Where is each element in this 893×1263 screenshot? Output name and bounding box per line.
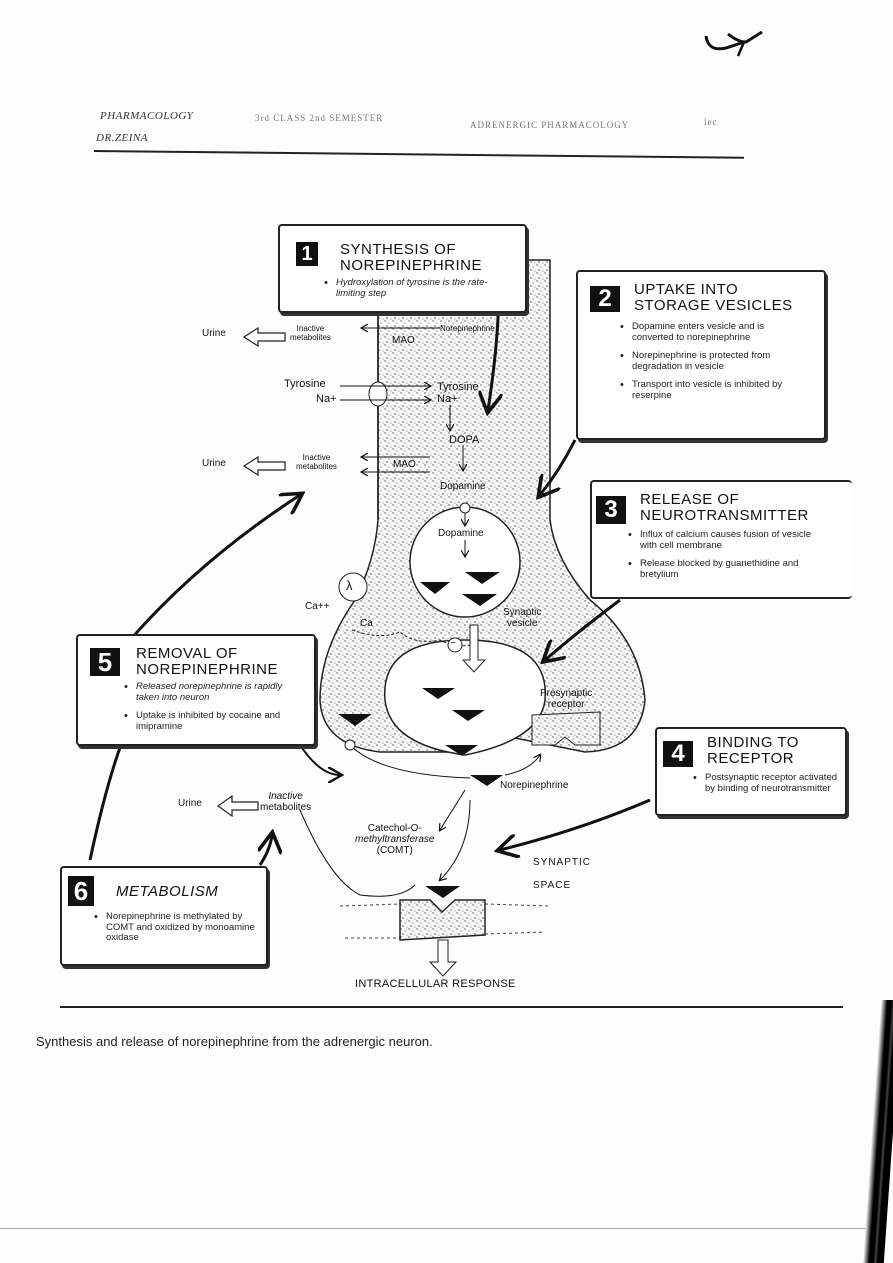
step-5-title-line1: REMOVAL OF [136, 645, 238, 662]
step-6-bullet: Norepinephrine is methylated by COMT and… [92, 911, 262, 944]
tyrosine-intracellular-label: Tyrosine [437, 381, 479, 393]
step-2-title-line1: UPTAKE INTO [634, 281, 739, 298]
step-5-title-line2: NOREPINEPHRINE [136, 661, 279, 678]
ne-molecule [422, 688, 455, 699]
comt-label: Catechol-O-methyltransferase(COMT) [355, 823, 435, 856]
step-3-title-line2: NEUROTRANSMITTER [640, 507, 809, 524]
urine-label-3: Urine [178, 798, 202, 809]
ne-molecule [465, 572, 500, 584]
step-4-badge: 4 [663, 741, 693, 767]
step-5-bullet: Released norepinephrine is rapidly taken… [122, 681, 302, 703]
step-1-box: 1 SYNTHESIS OF NOREPINEPHRINE Hydroxylat… [278, 224, 527, 313]
step-6-bullets: Norepinephrine is methylated by COMT and… [92, 911, 262, 952]
step-6-box: 6 METABOLISM Norepinephrine is methylate… [60, 866, 268, 966]
step-4-bullets: Postsynaptic receptor activated by bindi… [691, 772, 841, 802]
norepinephrine-molecules [338, 572, 503, 898]
check-mark-icon [704, 30, 763, 57]
step-6-badge: 6 [68, 876, 94, 906]
page-binding-shadow [862, 1000, 893, 1263]
ne-molecule [452, 710, 485, 721]
action-potential-icon [338, 572, 368, 602]
step-4-title-line1: BINDING TO [707, 734, 799, 751]
neuron-diagram [88, 239, 651, 977]
caption-divider [60, 1006, 843, 1008]
tyrosine-extracellular-label: Tyrosine [284, 378, 326, 390]
step-5-bullets: Released norepinephrine is rapidly taken… [122, 681, 302, 740]
synaptic-space-label-1: SYNAPTIC [533, 857, 592, 868]
step-2-bullets: Dopamine enters vesicle and is converted… [618, 321, 798, 409]
mao-label-1: MAO [392, 335, 415, 346]
ne-molecule [470, 775, 503, 786]
ne-molecule [462, 594, 497, 606]
step-5-badge: 5 [90, 648, 120, 676]
step-2-badge: 2 [590, 286, 620, 312]
step-1-bullet: Hydroxylation of tyrosine is the rate-li… [322, 277, 512, 299]
step-4-box: 4 BINDING TO RECEPTOR Postsynaptic recep… [655, 727, 847, 816]
step-3-box: 3 RELEASE OF NEUROTRANSMITTER Influx of … [590, 480, 852, 599]
step-1-title-line1: SYNTHESIS OF [340, 241, 457, 258]
step-5-box: 5 REMOVAL OF NOREPINEPHRINE Released nor… [76, 634, 316, 746]
fused-vesicle [384, 639, 546, 756]
norepinephrine-label-top: Norepinephrine [440, 324, 495, 333]
ne-molecule [420, 582, 450, 594]
step-3-bullet: Release blocked by guanethidine and bret… [626, 558, 816, 580]
dopamine-vesicle-label: Dopamine [438, 528, 484, 539]
page-bottom-edge [0, 1228, 870, 1229]
sodium-intracellular-label: Na+ [437, 393, 458, 405]
step-4-bullet: Postsynaptic receptor activated by bindi… [691, 772, 841, 794]
handwritten-checkmark [700, 22, 770, 67]
urine-label-2: Urine [202, 458, 226, 469]
intracellular-response-label: INTRACELLULAR RESPONSE [355, 978, 516, 990]
header-subject: PHARMACOLOGY [100, 110, 194, 122]
step-2-bullet: Norepinephrine is protected from degrada… [618, 350, 798, 372]
calcium-extracellular-label: Ca++ [305, 601, 330, 612]
step-2-title-line2: STORAGE VESICLES [634, 297, 793, 314]
step-1-bullets: Hydroxylation of tyrosine is the rate-li… [322, 277, 512, 307]
step-2-box: 2 UPTAKE INTO STORAGE VESICLES Dopamine … [576, 270, 826, 440]
presynaptic-receptor [531, 711, 601, 746]
header-class-info: 3rd CLASS 2nd SEMESTER [255, 113, 384, 123]
dopa-label: DOPA [449, 434, 480, 446]
header-topic: ADRENERGIC PHARMACOLOGY [470, 120, 630, 130]
step-1-title-line2: NOREPINEPHRINE [340, 257, 483, 274]
action-potential-symbol: λ [346, 578, 353, 593]
urine-arrow [216, 326, 286, 818]
step-6-title-line1: METABOLISM [116, 883, 219, 900]
minus-sign: − [450, 638, 456, 649]
step-3-badge: 3 [596, 496, 626, 524]
ne-molecule [445, 745, 478, 756]
header-author: DR.ZEINA [96, 132, 148, 144]
step-3-title-line1: RELEASE OF [640, 491, 740, 508]
header-page-mark: lec [704, 117, 718, 127]
figure-caption: Synthesis and release of norepinephrine … [36, 1034, 433, 1049]
step-2-bullet: Dopamine enters vesicle and is converted… [618, 321, 798, 343]
step-1-badge: 1 [296, 242, 318, 266]
step-3-bullets: Influx of calcium causes fusion of vesic… [626, 529, 816, 588]
mao-label-2: MAO [393, 459, 416, 470]
synaptic-space-label-2: SPACE [533, 880, 572, 891]
ne-molecule [425, 886, 460, 898]
urine-label-1: Urine [202, 328, 226, 339]
step-4-title-line2: RECEPTOR [707, 750, 795, 767]
postsynaptic-receptor [399, 899, 486, 941]
dopamine-cytoplasm-label: Dopamine [440, 481, 486, 492]
norepinephrine-synapse-label: Norepinephrine [500, 780, 569, 791]
step-5-bullet: Uptake is inhibited by cocaine and imipr… [122, 710, 302, 732]
step-2-bullet: Transport into vesicle is inhibited by r… [618, 379, 798, 401]
ne-molecule [338, 714, 372, 726]
sodium-extracellular-label: Na+ [316, 393, 337, 405]
step-3-bullet: Influx of calcium causes fusion of vesic… [626, 529, 816, 551]
calcium-intracellular-label: Ca [360, 618, 373, 629]
